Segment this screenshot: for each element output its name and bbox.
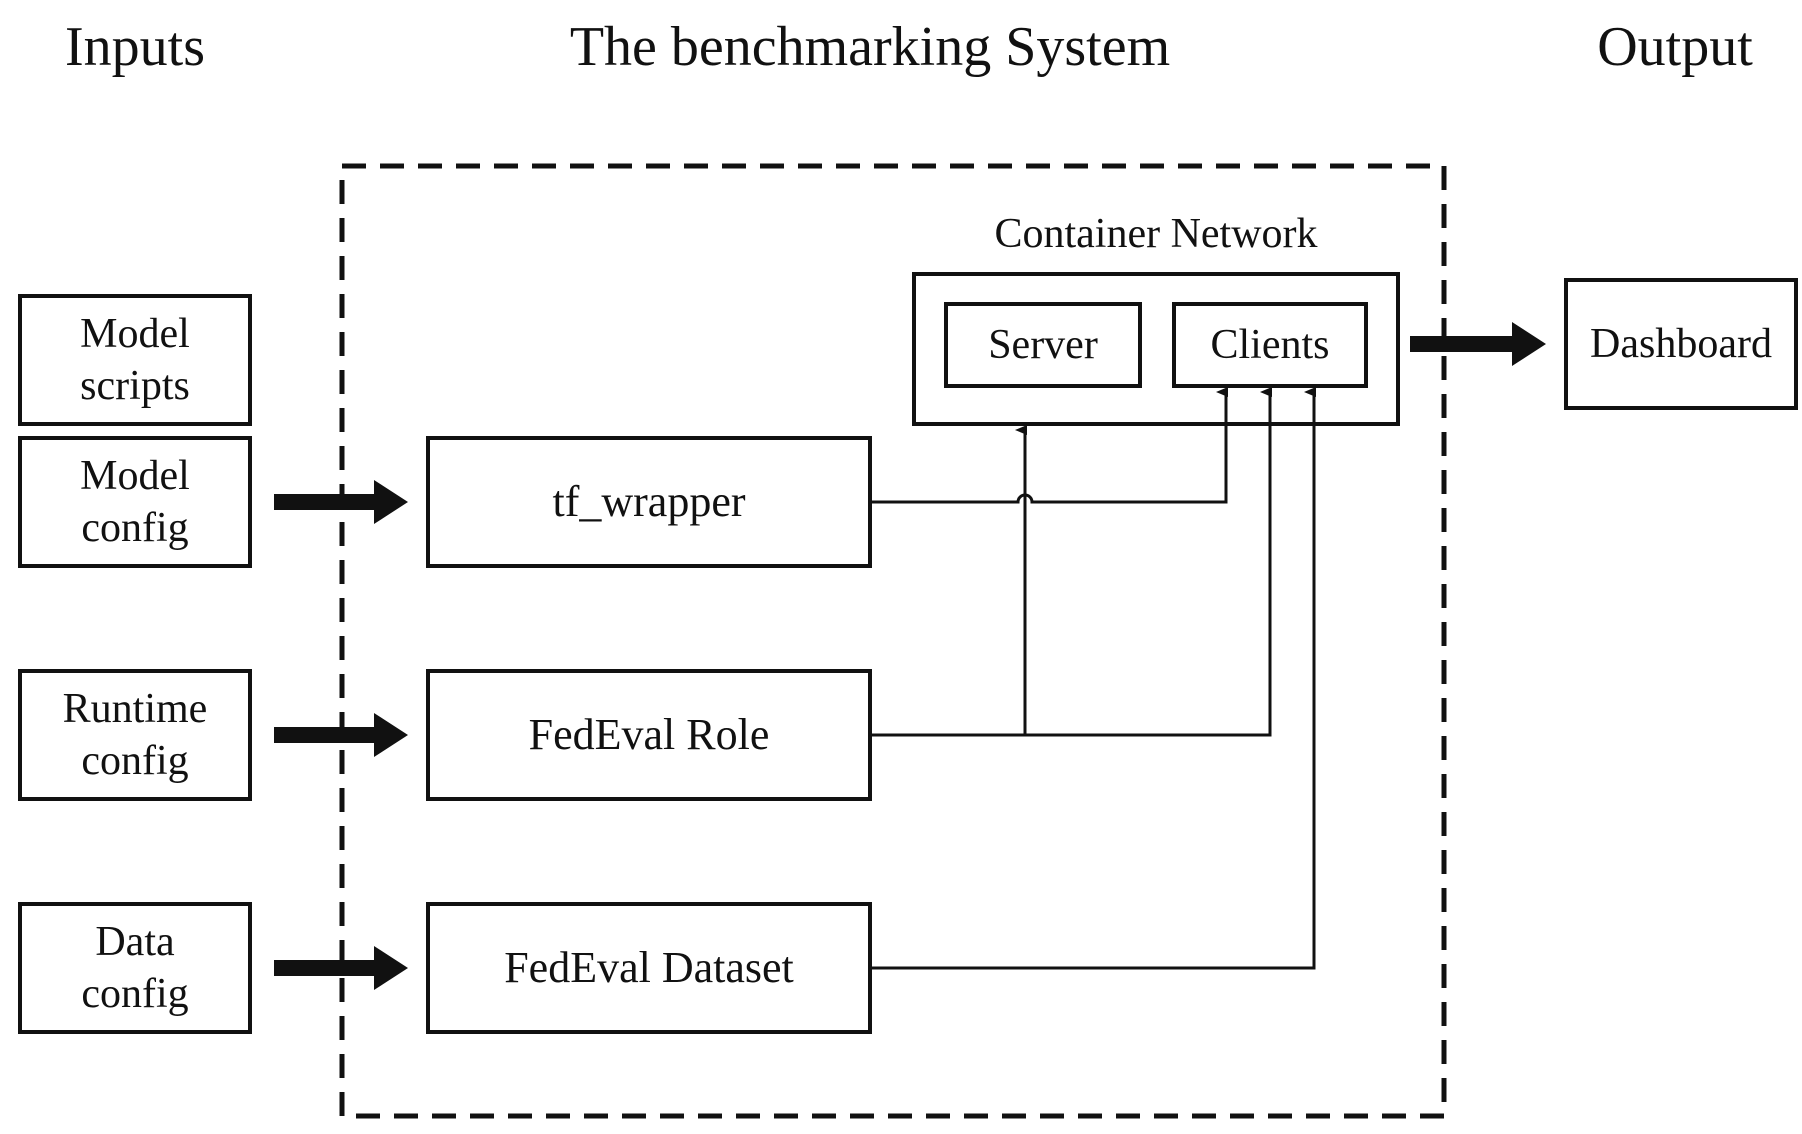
- arrow-container-to-dashboard: [1410, 322, 1546, 366]
- clients-box: Clients: [1172, 302, 1368, 388]
- model-config-box: Model config: [18, 436, 252, 568]
- output-heading: Output: [1597, 16, 1753, 78]
- tf-wrapper-box: tf_wrapper: [426, 436, 872, 568]
- data-config-box: Data config: [18, 902, 252, 1034]
- fedeval-dataset-box: FedEval Dataset: [426, 902, 872, 1034]
- dashboard-label: Dashboard: [1590, 321, 1772, 367]
- server-label: Server: [988, 322, 1098, 368]
- dashboard-box: Dashboard: [1564, 278, 1798, 410]
- system-boundary: [339, 163, 1447, 1119]
- runtime-config-label: Runtime config: [62, 686, 208, 784]
- fedeval-role-box: FedEval Role: [426, 669, 872, 801]
- connector-dataset-to-clients: [872, 387, 1316, 970]
- model-config-label: Model config: [80, 453, 190, 551]
- connector-role-to-clients: [1025, 387, 1272, 737]
- inputs-heading: Inputs: [65, 16, 205, 78]
- fedeval-dataset-label: FedEval Dataset: [504, 943, 794, 992]
- data-config-label: Data config: [81, 919, 189, 1017]
- arrow-runtime-config-to-role: [274, 713, 408, 757]
- model-scripts-box: Model scripts: [18, 294, 252, 426]
- arrow-model-config-to-tf-wrapper: [274, 480, 408, 524]
- container-network-title: Container Network: [994, 211, 1318, 257]
- clients-label: Clients: [1210, 322, 1330, 368]
- fedeval-role-label: FedEval Role: [528, 710, 770, 759]
- runtime-config-box: Runtime config: [18, 669, 252, 801]
- model-scripts-label: Model scripts: [80, 311, 190, 409]
- server-box: Server: [944, 302, 1142, 388]
- container-network-box: [912, 272, 1400, 426]
- arrow-data-config-to-dataset: [274, 946, 408, 990]
- system-heading: The benchmarking System: [569, 16, 1171, 78]
- tf-wrapper-label: tf_wrapper: [552, 477, 746, 526]
